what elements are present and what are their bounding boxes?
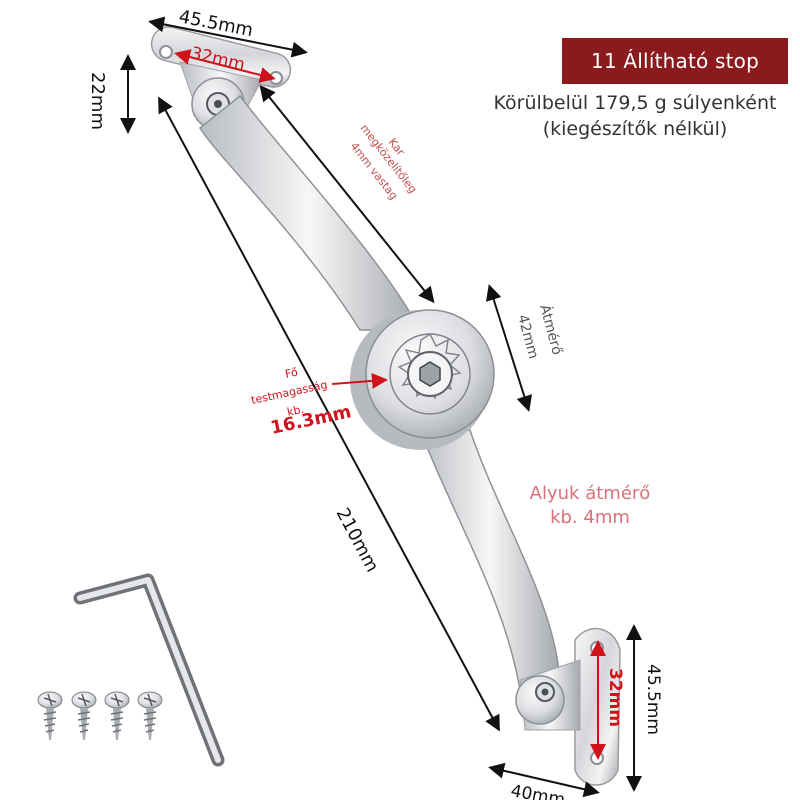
diameter-value: 42mm — [514, 313, 541, 361]
body-height-line2: testmagasság — [250, 378, 329, 407]
body-height-value: 16.3mm — [269, 401, 354, 439]
upper-arm — [199, 94, 422, 331]
screw-icon — [71, 691, 97, 740]
dimension-lines — [120, 16, 642, 798]
diameter-label: Átmérő — [536, 303, 566, 357]
lower-arm — [418, 429, 561, 691]
length-label: 210mm — [332, 504, 383, 575]
body-height-line1: Fő — [284, 366, 299, 381]
feature-banner-label: 11 Állítható stop — [591, 49, 759, 73]
screw-icon — [137, 691, 163, 740]
hole-diameter-note: Alyuk átmérő kb. 4mm — [500, 482, 680, 530]
weight-note-line1: Körülbelül 179,5 g súlyenként — [493, 92, 777, 114]
body-height-line3: kb. — [286, 403, 305, 419]
weight-note-line2: (kiegészítők nélkül) — [542, 118, 728, 140]
hole-note-line2: kb. 4mm — [550, 507, 630, 528]
hole-note-line1: Alyuk átmérő — [529, 483, 651, 504]
screw-set — [37, 691, 163, 740]
top-height-label: 22mm — [87, 72, 108, 130]
bottom-height-label: 45.5mm — [643, 664, 663, 735]
weight-note: Körülbelül 179,5 g súlyenként (kiegészít… — [470, 90, 800, 142]
screw-icon — [37, 691, 63, 740]
bottom-hole-spacing-label: 32mm — [605, 668, 625, 727]
bottom-pivot — [515, 675, 565, 725]
feature-banner: 11 Állítható stop — [562, 38, 788, 84]
screw-icon — [104, 691, 130, 740]
